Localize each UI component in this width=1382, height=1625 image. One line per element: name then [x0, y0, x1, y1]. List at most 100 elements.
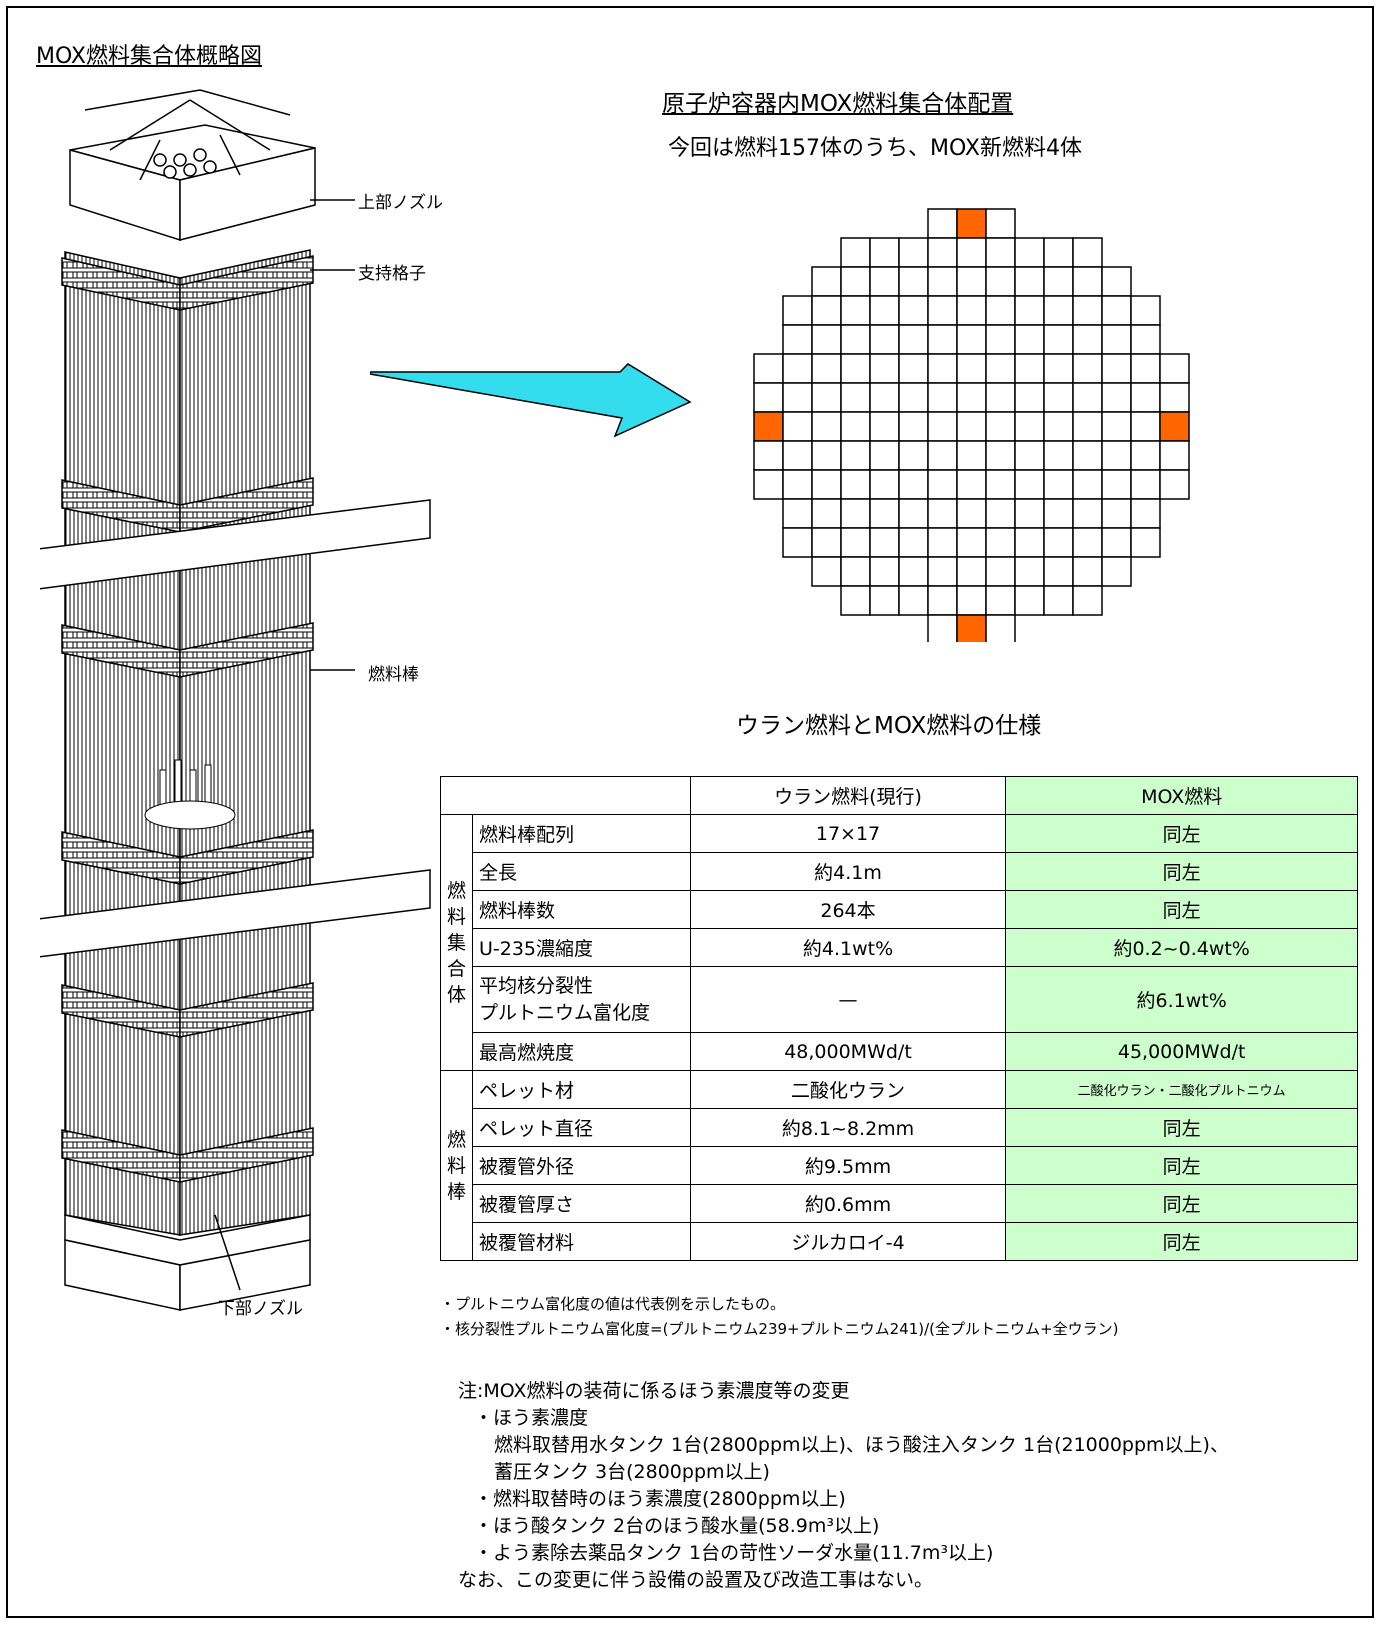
fuel-cell: [840, 585, 871, 616]
fuel-cell: [985, 498, 1016, 529]
fuel-cell: [869, 295, 900, 326]
fuel-cell: [1043, 411, 1074, 442]
row-label: 燃料棒数: [471, 890, 691, 929]
fuel-cell: [985, 527, 1016, 558]
fuel-cell: [956, 353, 987, 384]
table-row: 燃料棒数 264本 同左: [441, 890, 1358, 929]
table-title: ウラン燃料とMOX燃料の仕様: [736, 713, 1042, 739]
mox-value: 二酸化ウラン・二酸化プルトニウム: [1005, 1070, 1358, 1109]
fuel-cell: [985, 556, 1016, 587]
fuel-cell: [1130, 527, 1161, 558]
fuel-cell: [1130, 382, 1161, 413]
mox-fuel-cell: [753, 411, 784, 442]
fuel-cell: [869, 237, 900, 268]
fuel-cell: [840, 411, 871, 442]
table-row: 全長 約4.1m 同左: [441, 852, 1358, 891]
fuel-cell: [956, 440, 987, 471]
fuel-cell: [1130, 324, 1161, 355]
fuel-cell: [1043, 498, 1074, 529]
fuel-cell: [956, 411, 987, 442]
core-layout-grid: [753, 208, 1190, 642]
fuel-cell: [927, 208, 958, 239]
fuel-cell: [898, 266, 929, 297]
fuel-cell: [1014, 498, 1045, 529]
fuel-cell: [840, 469, 871, 500]
fuel-cell: [840, 556, 871, 587]
fuel-cell: [985, 295, 1016, 326]
fuel-cell: [1159, 353, 1190, 384]
fuel-cell: [1101, 411, 1132, 442]
table-header-row: ウラン燃料(現行) MOX燃料: [440, 776, 1358, 815]
fuel-cell: [1130, 295, 1161, 326]
fuel-cell: [985, 469, 1016, 500]
fuel-cell: [1130, 353, 1161, 384]
fuel-cell: [1072, 411, 1103, 442]
uranium-value: 約9.5mm: [689, 1146, 1007, 1185]
fuel-cell: [927, 382, 958, 413]
row-label: ペレット材: [471, 1070, 691, 1109]
fuel-cell: [927, 469, 958, 500]
fuel-cell: [811, 527, 842, 558]
mox-value: 同左: [1005, 1184, 1358, 1223]
fuel-cell: [1014, 382, 1045, 413]
fuel-cell: [811, 440, 842, 471]
fuel-cell: [782, 295, 813, 326]
fuel-cell: [985, 614, 1016, 642]
fuel-cell: [811, 411, 842, 442]
fuel-cell: [869, 556, 900, 587]
fuel-cell: [753, 382, 784, 413]
fuel-cell: [898, 585, 929, 616]
fuel-cell: [927, 266, 958, 297]
footnotes: ・プルトニウム富化度の値は代表例を示したもの。 ・核分裂性プルトニウム富化度=(…: [440, 1292, 1118, 1342]
spec-table: ウラン燃料(現行) MOX燃料 燃料集合体 燃料棒配列 17×17 同左 全長 …: [440, 776, 1358, 1261]
fuel-cell: [1014, 266, 1045, 297]
fuel-cell: [927, 440, 958, 471]
label-grid: 支持格子: [358, 264, 426, 284]
uranium-value: 二酸化ウラン: [689, 1070, 1007, 1109]
fuel-cell: [1043, 382, 1074, 413]
fuel-cell: [1101, 498, 1132, 529]
fuel-cell: [985, 208, 1016, 239]
row-label: U-235濃縮度: [471, 928, 691, 967]
fuel-cell: [1014, 295, 1045, 326]
notes-block: 注:MOX燃料の装荷に係るほう素濃度等の変更 ・ほう素濃度 燃料取替用水タンク …: [458, 1378, 1229, 1594]
fuel-cell: [927, 585, 958, 616]
fuel-cell: [1101, 527, 1132, 558]
fuel-cell: [1101, 469, 1132, 500]
header-mox: MOX燃料: [1005, 776, 1358, 815]
fuel-cell: [927, 295, 958, 326]
fuel-cell: [1159, 469, 1190, 500]
fuel-cell: [956, 527, 987, 558]
fuel-cell: [840, 527, 871, 558]
fuel-cell: [869, 498, 900, 529]
fuel-cell: [782, 527, 813, 558]
footnote: ・核分裂性プルトニウム富化度=(プルトニウム239+プルトニウム241)/(全プ…: [440, 1320, 1119, 1338]
fuel-cell: [811, 498, 842, 529]
uranium-value: 17×17: [689, 814, 1007, 853]
group-rod: 燃料棒: [440, 1070, 473, 1261]
fuel-cell: [985, 411, 1016, 442]
fuel-cell: [1072, 382, 1103, 413]
row-label: 燃料棒配列: [471, 814, 691, 853]
note-item: ・ほう素濃度: [474, 1407, 589, 1429]
mox-value: 45,000MWd/t: [1005, 1032, 1358, 1071]
fuel-cell: [898, 498, 929, 529]
core-subtitle: 今回は燃料157体のうち、MOX新燃料4体: [668, 136, 1082, 161]
fuel-cell: [985, 440, 1016, 471]
fuel-cell: [869, 469, 900, 500]
uranium-value: 264本: [689, 890, 1007, 929]
fuel-cell: [927, 498, 958, 529]
fuel-cell: [1014, 527, 1045, 558]
uranium-value: 約4.1m: [689, 852, 1007, 891]
fuel-cell: [898, 324, 929, 355]
fuel-cell: [1014, 324, 1045, 355]
uranium-value: —: [689, 966, 1007, 1033]
note-item: ・燃料取替時のほう素濃度(2800ppm以上): [474, 1488, 846, 1510]
fuel-cell: [898, 411, 929, 442]
note-item: 蓄圧タンク 3台(2800ppm以上): [494, 1461, 770, 1483]
fuel-assembly-illustration: [40, 89, 431, 1311]
header-uranium: ウラン燃料(現行): [689, 776, 1007, 815]
fuel-cell: [956, 556, 987, 587]
mox-fuel-cell: [956, 208, 987, 239]
fuel-cell: [898, 469, 929, 500]
